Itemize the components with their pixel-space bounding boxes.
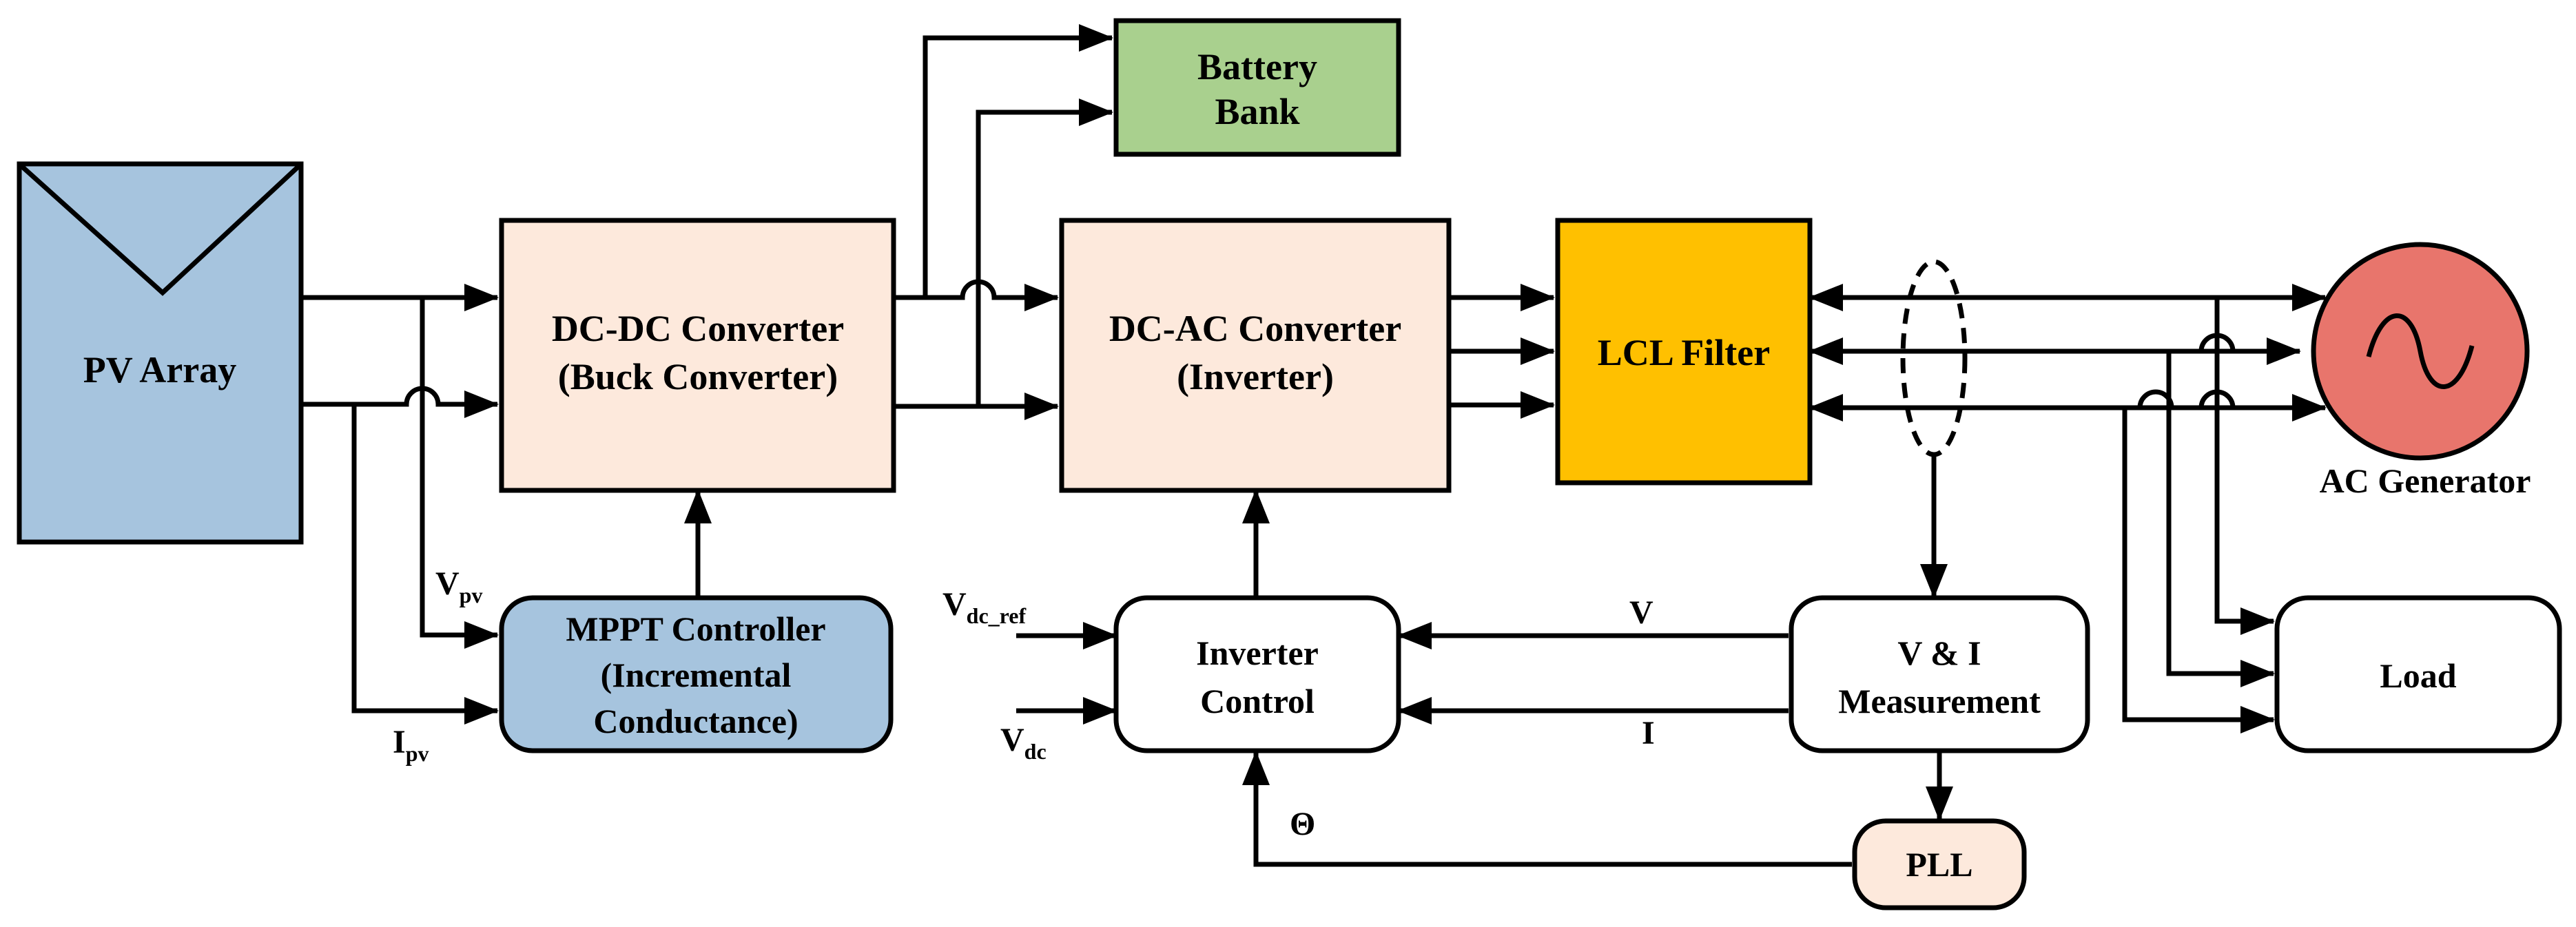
v-signal-label: V <box>1629 594 1653 631</box>
vdc-label: Vdc <box>1000 722 1047 764</box>
dcac-converter-box <box>1059 218 1452 493</box>
vi-measurement-box <box>1789 595 2090 753</box>
dcdc-converter-block: DC-DC Converter (Buck Converter) <box>499 218 896 493</box>
lcl-filter-label: LCL Filter <box>1598 332 1770 373</box>
inverter-control-label-2: Control <box>1200 682 1315 720</box>
battery-bank-label-1: Battery <box>1197 46 1317 87</box>
inverter-control-box <box>1113 595 1401 753</box>
battery-bank-block: Battery Bank <box>1113 18 1401 157</box>
pll-label: PLL <box>1906 845 1972 884</box>
mppt-controller-block: MPPT Controller (Incremental Conductance… <box>499 595 894 753</box>
pv-array-label: PV Array <box>83 349 236 390</box>
dcac-converter-label-1: DC-AC Converter <box>1109 308 1401 349</box>
vdc-ref-label: Vdc_ref <box>942 586 1027 628</box>
vi-measurement-label-2: Measurement <box>1838 682 2041 720</box>
wires <box>301 24 2327 867</box>
vi-measurement-block: V & I Measurement <box>1789 595 2090 753</box>
inverter-control-label-1: Inverter <box>1196 634 1319 672</box>
load-box <box>2274 595 2562 753</box>
dcdc-converter-label-2: (Buck Converter) <box>558 356 838 397</box>
vi-measurement-label-1: V & I <box>1897 634 1981 672</box>
measurement-sensor-ellipse <box>1900 259 1968 457</box>
pv-panel-icon <box>19 164 301 296</box>
mppt-controller-label-3: Conductance) <box>593 702 798 740</box>
battery-bank-box <box>1113 18 1401 157</box>
dcac-converter-label-2: (Inverter) <box>1177 356 1334 397</box>
ipv-label: Ipv <box>393 724 429 766</box>
pll-box <box>1852 818 2027 910</box>
i-signal-label: I <box>1642 715 1655 751</box>
battery-bank-label-2: Bank <box>1215 91 1299 132</box>
lcl-filter-block: LCL Filter <box>1555 218 1813 486</box>
load-label: Load <box>2380 656 2456 695</box>
dcdc-converter-box <box>499 218 896 493</box>
load-block: Load <box>2274 595 2562 753</box>
inverter-control-block: Inverter Control <box>1113 595 1401 753</box>
mppt-controller-label-1: MPPT Controller <box>566 610 825 648</box>
pll-block: PLL <box>1852 818 2027 910</box>
dcdc-converter-label-1: DC-DC Converter <box>552 308 844 349</box>
vpv-label: Vpv <box>435 565 482 607</box>
pv-array-box <box>17 161 304 545</box>
dcac-converter-block: DC-AC Converter (Inverter) <box>1059 218 1452 493</box>
ac-generator-label: AC Generator <box>2320 461 2531 500</box>
lcl-filter-box <box>1555 218 1813 486</box>
theta-signal-label: Θ <box>1290 806 1315 842</box>
ac-generator-block: AC Generator <box>2311 242 2531 500</box>
mppt-controller-box <box>499 595 894 753</box>
pv-array-block: PV Array <box>17 161 304 545</box>
sine-wave-icon <box>2366 313 2475 389</box>
mppt-controller-label-2: (Incremental <box>601 656 792 694</box>
